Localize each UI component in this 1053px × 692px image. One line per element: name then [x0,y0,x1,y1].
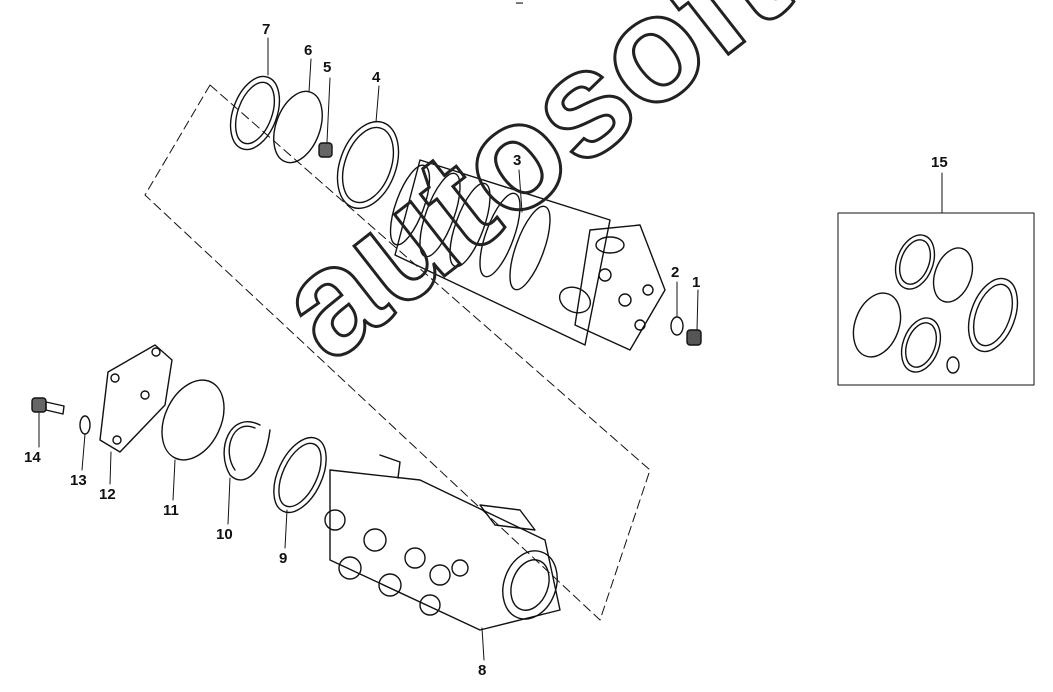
part-7-ring [229,75,281,151]
part-1-plug [686,329,702,346]
part-13-washer [79,415,91,435]
leader-lines [38,37,943,661]
part-2-oring [670,316,684,336]
callout-14: 14 [24,449,41,466]
part-6-disc [273,90,323,164]
callout-11: 11 [163,502,179,519]
callout-15: 15 [931,154,948,171]
callout-4: 4 [372,69,381,86]
part-8-housing [324,454,561,631]
assembly-dashed-outline [144,84,651,621]
callout-8: 8 [478,662,487,679]
part-14-bolt [31,397,65,415]
callout-1: 1 [692,274,701,291]
callout-7: 7 [262,21,271,38]
callout-9: 9 [279,550,288,567]
part-12-cover [99,344,173,453]
part-10-snap-ring [223,421,271,481]
callout-13: 13 [70,472,87,489]
part-4-ring [336,120,400,210]
callout-6: 6 [304,42,313,59]
part-5-nut [318,142,333,158]
top-mark: ▔ [516,3,523,13]
part-9-ring [273,436,327,514]
callout-12: 12 [99,486,116,503]
part-11-disc [161,379,225,461]
part-3-spool [389,159,666,351]
callout-2: 2 [671,264,680,281]
callout-10: 10 [216,526,233,543]
callout-3: 3 [513,152,522,169]
callout-5: 5 [323,59,332,76]
part-15-seal-kit [837,212,1035,386]
